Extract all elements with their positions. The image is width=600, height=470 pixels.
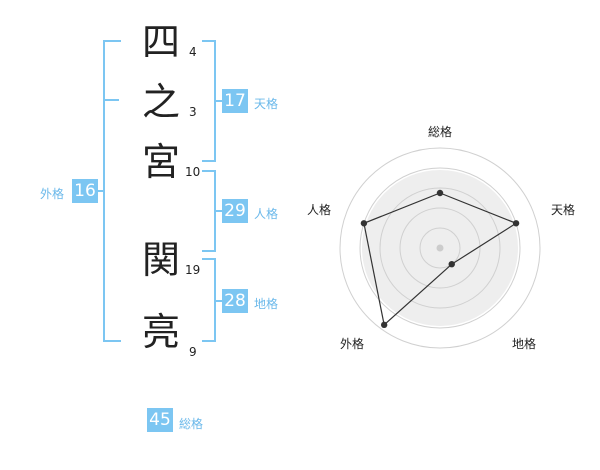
radar-point-3: [380, 321, 388, 329]
radar-axis-label-tenkaku: 天格: [550, 203, 575, 217]
tenkaku-value: 17: [222, 89, 248, 113]
stroke-count-1: 4: [189, 45, 197, 59]
jinkaku-connector: [214, 210, 222, 212]
radar-series-line: [363, 192, 518, 327]
stroke-count-3: 10: [185, 165, 201, 179]
radar-ring-4: [359, 167, 521, 329]
jinkaku-label: 人格: [254, 207, 279, 221]
gaikaku-connector: [97, 190, 105, 192]
gaikaku-label: 外格: [40, 187, 65, 201]
radar-axis-label-soukaku: 総格: [427, 125, 452, 139]
tenkaku-label: 天格: [254, 97, 279, 111]
radar-ring-2: [399, 207, 481, 289]
name-char-1: 四: [141, 20, 180, 64]
name-char-4: 関: [141, 238, 180, 282]
radar-point-1: [512, 220, 520, 227]
radar-ring-5: [339, 147, 541, 349]
soukaku-label: 総格: [179, 417, 204, 431]
chikaku-value: 28: [222, 289, 248, 313]
radar-point-2: [448, 260, 455, 268]
radar-ring-1: [419, 227, 461, 269]
radar-axis-label-chikaku: 地格: [511, 337, 536, 351]
chikaku-connector: [214, 300, 222, 302]
stroke-count-4: 19: [185, 263, 201, 277]
stroke-count-2: 3: [189, 105, 197, 119]
chikaku-label: 地格: [254, 297, 279, 311]
stroke-count-5: 9: [189, 345, 197, 359]
name-char-3: 宮: [141, 140, 180, 184]
name-char-2: 之: [141, 80, 180, 124]
radar-ring-3: [379, 187, 501, 309]
gaikaku-value: 16: [72, 179, 98, 203]
name-char-5: 亮: [141, 310, 180, 354]
radar-point-4: [360, 220, 368, 227]
radar-point-0: [436, 189, 444, 197]
soukaku-value: 45: [147, 408, 173, 432]
jinkaku-value: 29: [222, 199, 248, 223]
radar-axis-label-gaikaku: 外格: [339, 337, 364, 351]
tenkaku-connector: [214, 100, 222, 102]
gaikaku-bracket-tick: [103, 99, 119, 101]
radar-axis-label-jinkaku: 人格: [306, 203, 331, 217]
radar-center-dot: [436, 244, 444, 252]
